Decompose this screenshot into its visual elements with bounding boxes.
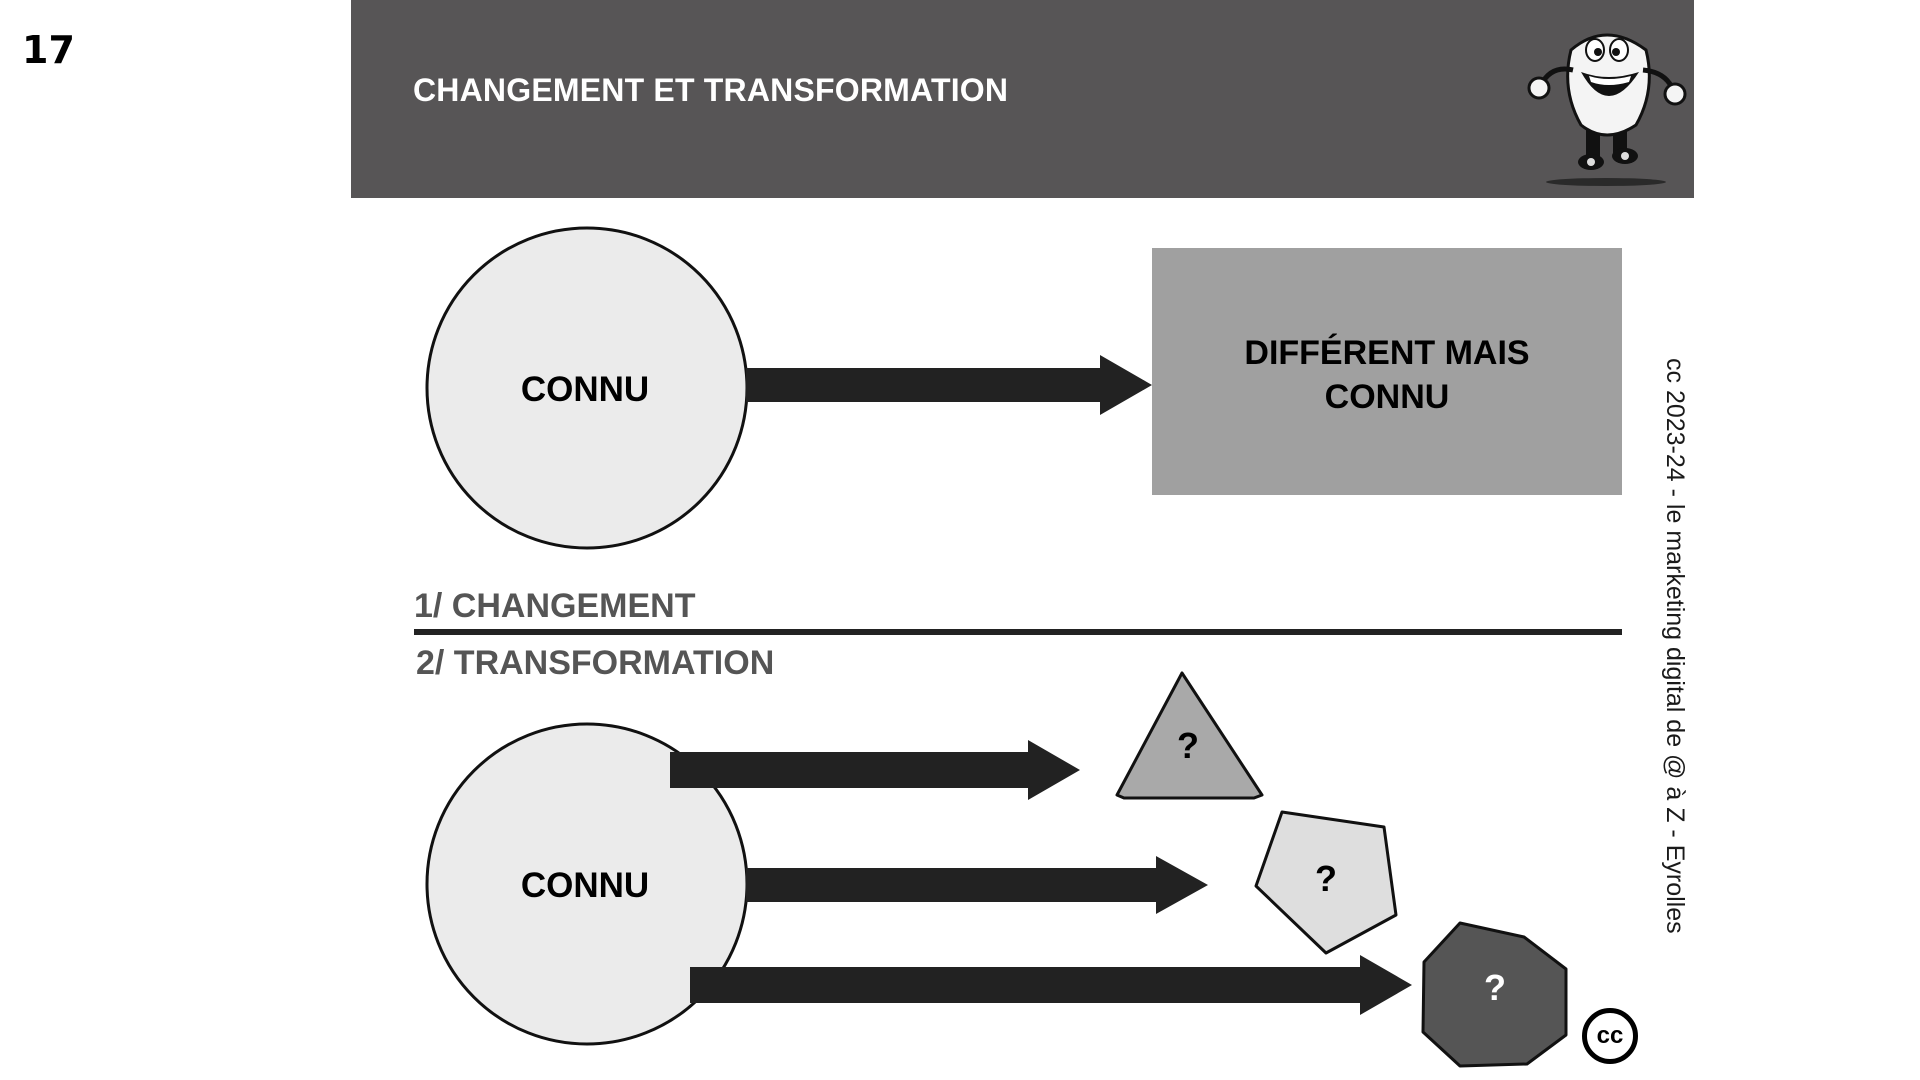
octagon-unknown bbox=[1421, 921, 1568, 1068]
different-but-known-box bbox=[1152, 248, 1622, 495]
section-divider bbox=[414, 629, 1622, 635]
creative-commons-icon: cc bbox=[1582, 1008, 1638, 1064]
pentagon-question-mark: ? bbox=[1315, 858, 1337, 899]
arrow-bottom-3 bbox=[690, 955, 1412, 1015]
known-label-top: CONNU bbox=[521, 370, 649, 409]
pentagon-unknown bbox=[1254, 810, 1398, 955]
slide-title: CHANGEMENT ET TRANSFORMATION bbox=[413, 72, 1009, 108]
arrow-bottom-1 bbox=[670, 740, 1080, 800]
copyright-credit: cc 2023-24 - le marketing digital de @ à… bbox=[1661, 358, 1689, 934]
section-change-label: 1/ CHANGEMENT bbox=[414, 587, 696, 625]
slide-number: 17 bbox=[22, 28, 75, 72]
header-banner: CHANGEMENT ET TRANSFORMATION bbox=[351, 0, 1694, 198]
arrow-top bbox=[746, 355, 1152, 415]
mascot-icon bbox=[1527, 33, 1687, 186]
arrow-bottom-2 bbox=[746, 856, 1208, 914]
different-label-line1: DIFFÉRENT MAIS bbox=[1244, 334, 1529, 372]
triangle-unknown bbox=[1115, 671, 1264, 800]
known-label-bottom: CONNU bbox=[521, 866, 649, 905]
different-label-line2: CONNU bbox=[1325, 378, 1450, 416]
octagon-question-mark: ? bbox=[1484, 967, 1506, 1008]
section-transformation-label: 2/ TRANSFORMATION bbox=[416, 644, 775, 682]
triangle-question-mark: ? bbox=[1177, 725, 1199, 766]
